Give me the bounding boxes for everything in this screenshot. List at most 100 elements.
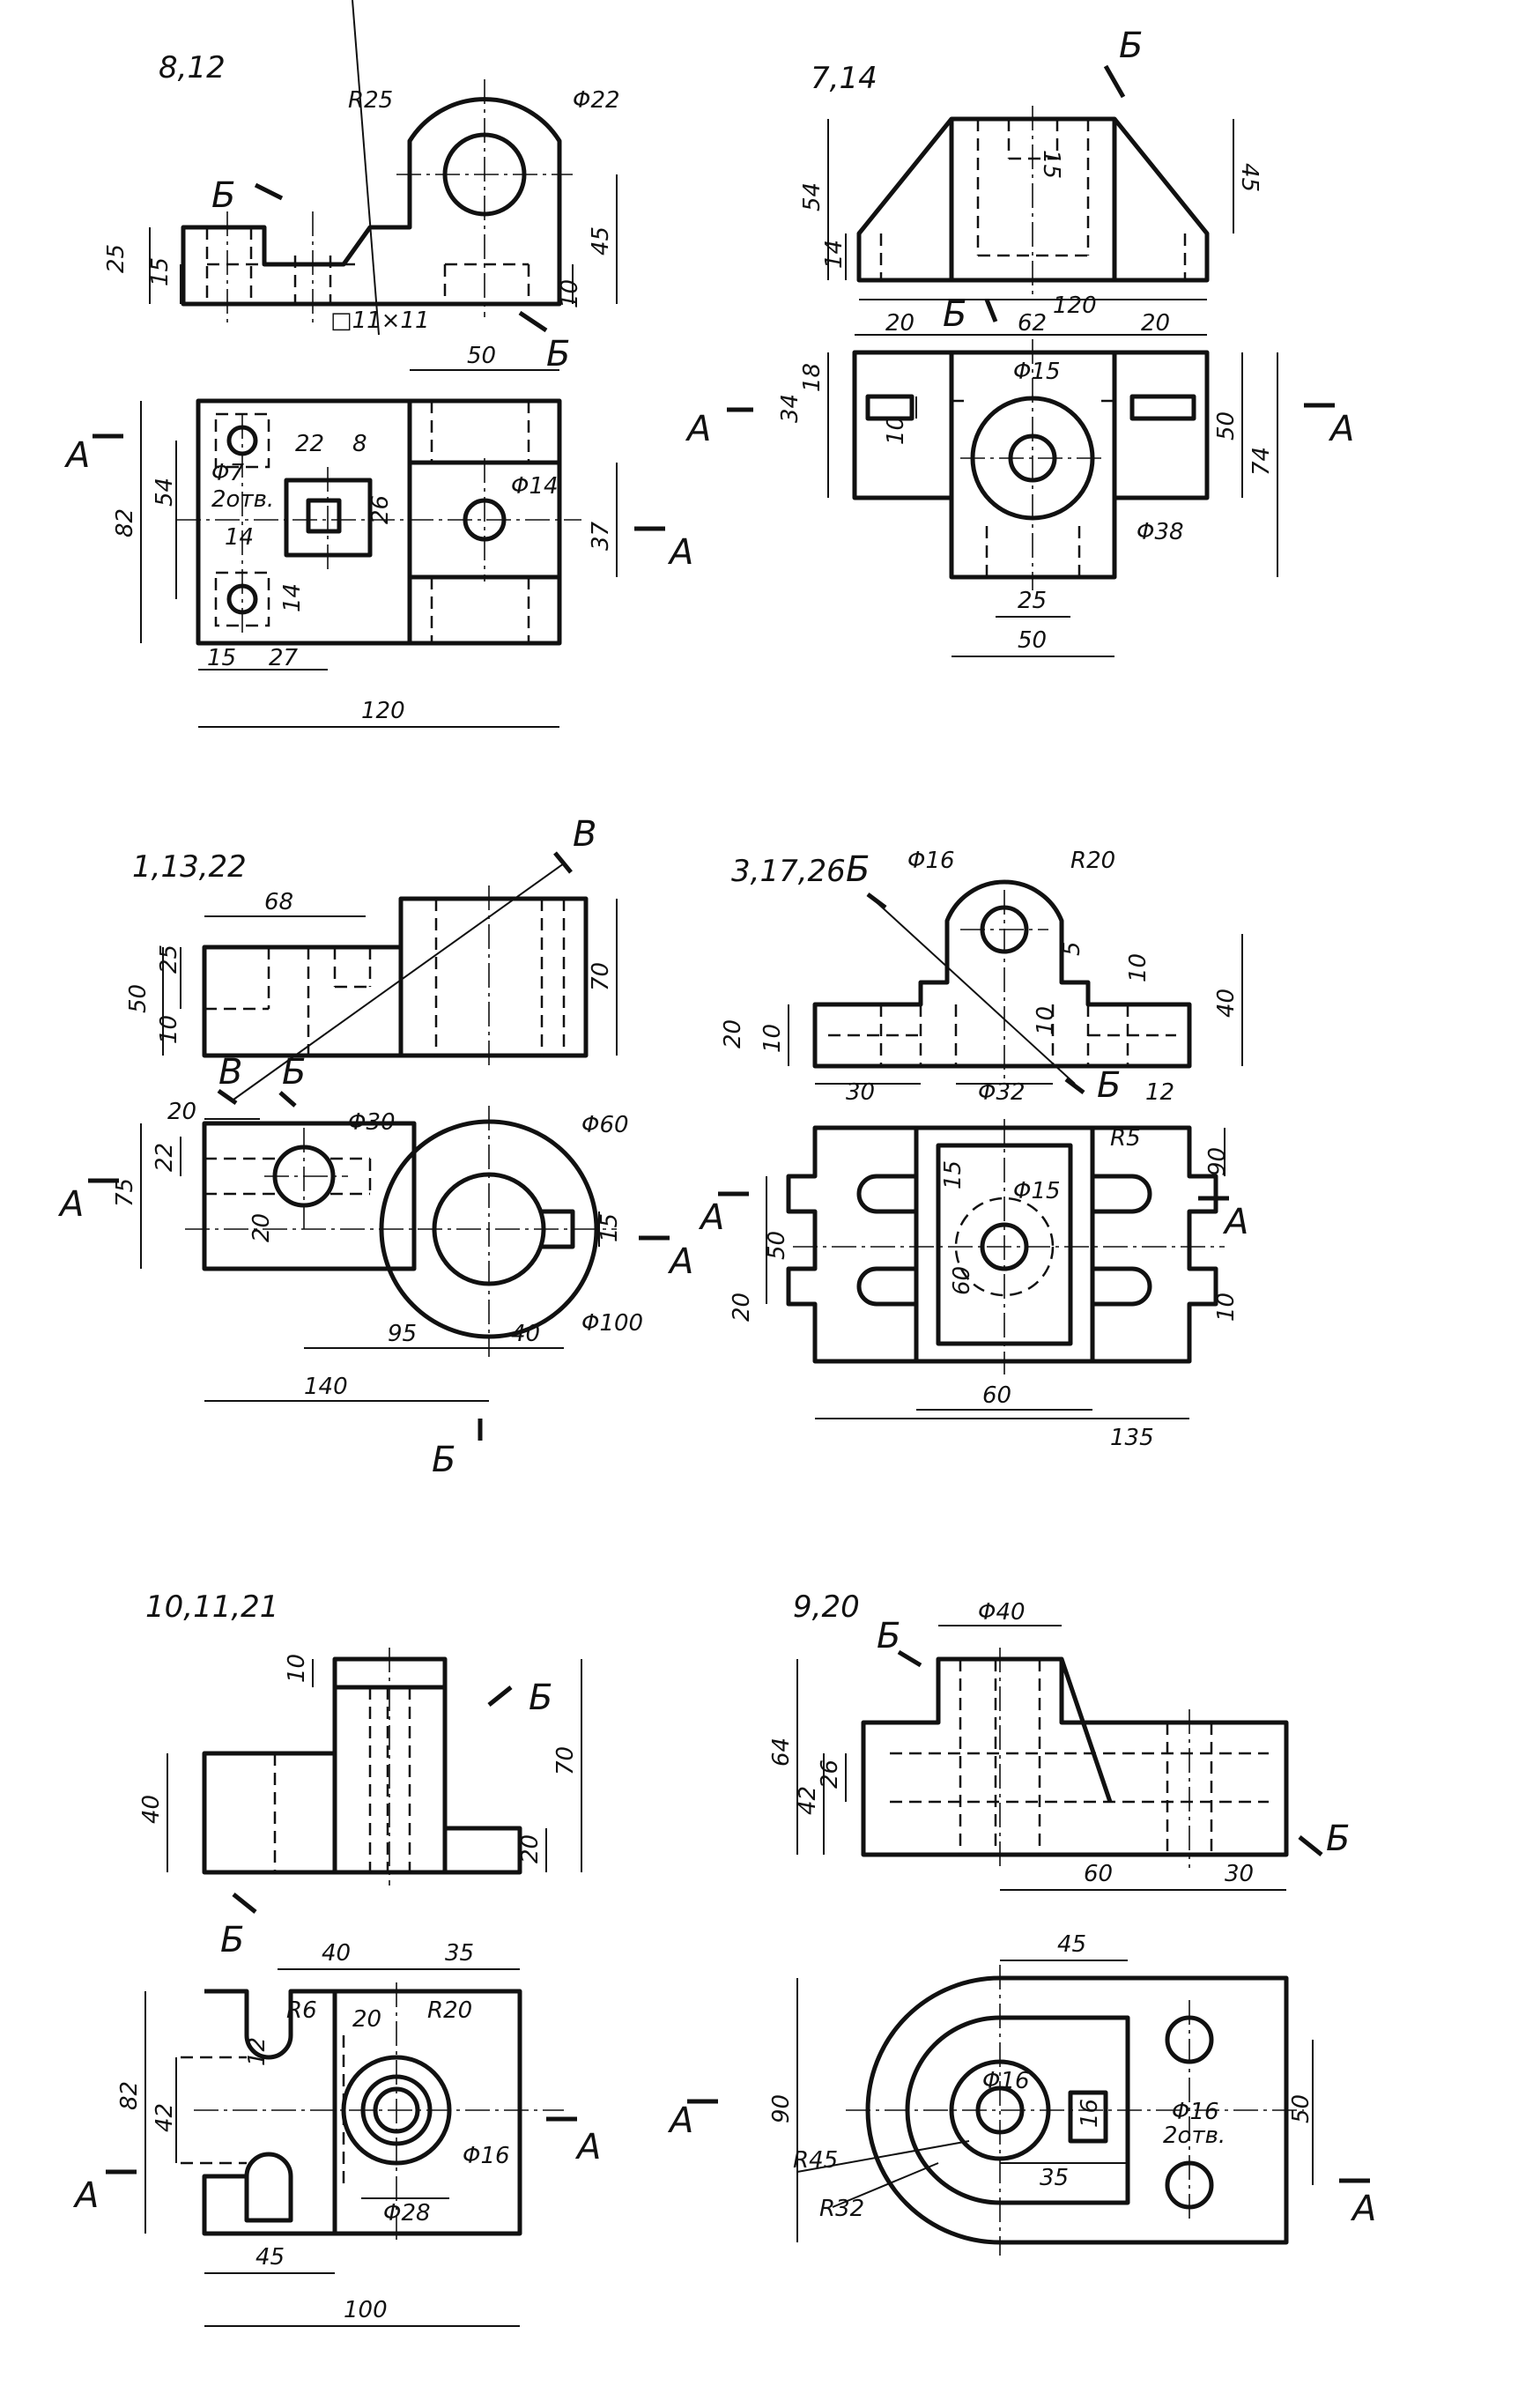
svg-text:Φ16: Φ16 — [982, 2068, 1030, 2094]
svg-text:40: 40 — [511, 1321, 540, 1347]
svg-text:60: 60 — [949, 1266, 975, 1295]
svg-text:40: 40 — [1213, 989, 1240, 1018]
section-a-mark: А — [1328, 409, 1354, 449]
section-a-mark: А — [63, 435, 90, 476]
svg-text:15: 15 — [940, 1160, 966, 1189]
variant-9-20: 9,20 Φ40 64 42 26 60 30 Б Б — [667, 1589, 1376, 2256]
svg-text:□11×11: □11×11 — [330, 307, 430, 334]
svg-text:54: 54 — [152, 478, 178, 507]
svg-text:74: 74 — [1248, 447, 1275, 476]
section-b-mark: Б — [1119, 26, 1143, 66]
svg-text:Φ7: Φ7 — [211, 460, 244, 486]
svg-text:15: 15 — [147, 257, 174, 286]
svg-text:R20: R20 — [1070, 848, 1115, 874]
svg-text:45: 45 — [588, 226, 614, 256]
svg-text:15: 15 — [1038, 150, 1064, 179]
section-b-mark: Б — [943, 294, 966, 335]
svg-text:14: 14 — [821, 240, 848, 269]
svg-text:14: 14 — [225, 524, 254, 551]
section-v-mark: В — [218, 1052, 242, 1093]
svg-text:Φ38: Φ38 — [1137, 519, 1184, 545]
svg-text:45: 45 — [255, 2244, 285, 2271]
svg-text:50: 50 — [764, 1231, 790, 1260]
svg-text:54: 54 — [799, 182, 826, 211]
svg-text:70: 70 — [552, 1746, 579, 1775]
section-b-mark: Б — [846, 849, 870, 890]
svg-text:R6: R6 — [286, 1997, 317, 2024]
svg-text:95: 95 — [388, 1321, 417, 1347]
svg-text:20: 20 — [1141, 310, 1170, 337]
svg-text:42: 42 — [795, 1786, 821, 1815]
variant-10-11-21: 10,11,21 40 10 70 20 Б Б — [72, 1589, 601, 2327]
top-view-outline — [865, 1975, 1289, 2245]
svg-text:Φ32: Φ32 — [978, 1079, 1026, 1106]
svg-text:Φ30: Φ30 — [348, 1109, 396, 1136]
svg-text:R45: R45 — [793, 2147, 838, 2174]
variant-title: 3,17,26 — [731, 854, 846, 889]
svg-text:Φ28: Φ28 — [383, 2200, 431, 2226]
svg-text:20: 20 — [885, 310, 915, 337]
section-a-mark: А — [1350, 2189, 1376, 2229]
variant-7-14: 7,14 54 14 15 45 120 Б Б — [685, 26, 1354, 657]
svg-text:14: 14 — [279, 583, 306, 612]
svg-text:50: 50 — [1018, 627, 1047, 654]
svg-text:120: 120 — [1053, 293, 1097, 319]
svg-text:25: 25 — [1018, 588, 1047, 614]
svg-text:42: 42 — [152, 2103, 178, 2132]
svg-text:27: 27 — [269, 645, 299, 671]
svg-text:10: 10 — [557, 279, 583, 308]
svg-text:Φ14: Φ14 — [511, 473, 559, 500]
svg-text:Φ15: Φ15 — [1013, 359, 1061, 385]
svg-text:20: 20 — [352, 2006, 381, 2033]
variant-1-13-22: 1,13,22 68 25 50 10 70 В В Б — [57, 814, 693, 1480]
section-a-mark: А — [667, 1241, 693, 1282]
svg-text:68: 68 — [264, 889, 293, 915]
svg-text:5: 5 — [1059, 941, 1085, 956]
top-view-outline — [196, 398, 562, 646]
svg-text:10: 10 — [284, 1654, 310, 1683]
svg-text:30: 30 — [1225, 1861, 1254, 1887]
svg-text:10: 10 — [156, 1015, 182, 1044]
svg-text:2отв.: 2отв. — [1163, 2123, 1226, 2149]
variant-3-17-26: 3,17,26 Φ16 R20 5 10 40 20 10 10 30 Φ32 … — [698, 848, 1248, 1451]
svg-text:10: 10 — [1213, 1293, 1240, 1322]
svg-text:25: 25 — [103, 244, 130, 273]
svg-text:45: 45 — [1236, 163, 1263, 192]
top-view-outline — [786, 1125, 919, 1364]
svg-text:20: 20 — [720, 1019, 746, 1048]
svg-text:37: 37 — [588, 521, 614, 551]
svg-text:35: 35 — [445, 1940, 474, 1967]
svg-text:2отв.: 2отв. — [211, 486, 274, 513]
svg-text:26: 26 — [367, 495, 394, 524]
svg-text:Φ16: Φ16 — [1172, 2099, 1219, 2125]
svg-text:60: 60 — [1084, 1861, 1113, 1887]
svg-text:82: 82 — [116, 2081, 143, 2110]
section-a-mark: А — [1222, 1202, 1248, 1242]
svg-text:22: 22 — [152, 1143, 178, 1172]
svg-text:R5: R5 — [1110, 1125, 1141, 1152]
variant-title: 8,12 — [159, 50, 226, 85]
section-b-mark: Б — [282, 1052, 306, 1093]
svg-text:22: 22 — [295, 431, 324, 457]
section-b-mark: Б — [1097, 1065, 1121, 1106]
svg-text:18: 18 — [799, 363, 826, 392]
svg-text:R20: R20 — [427, 1997, 472, 2024]
svg-text:R32: R32 — [819, 2196, 864, 2222]
svg-text:Φ22: Φ22 — [573, 87, 620, 114]
svg-text:25: 25 — [156, 945, 182, 974]
svg-text:Φ16: Φ16 — [463, 2143, 510, 2169]
front-view-outline — [812, 879, 1192, 1069]
section-v-mark: В — [573, 814, 596, 855]
svg-text:20: 20 — [729, 1293, 755, 1322]
svg-text:R25: R25 — [348, 87, 393, 114]
svg-text:60: 60 — [982, 1382, 1011, 1409]
svg-text:20: 20 — [167, 1099, 196, 1125]
svg-text:45: 45 — [1057, 1931, 1086, 1958]
svg-text:140: 140 — [304, 1374, 348, 1400]
svg-text:64: 64 — [768, 1737, 795, 1767]
front-view-outline — [181, 97, 562, 307]
front-view-outline — [861, 1656, 1289, 1857]
svg-text:Φ16: Φ16 — [907, 848, 955, 874]
svg-text:12: 12 — [244, 2037, 270, 2066]
section-b-mark: Б — [1326, 1819, 1350, 1859]
